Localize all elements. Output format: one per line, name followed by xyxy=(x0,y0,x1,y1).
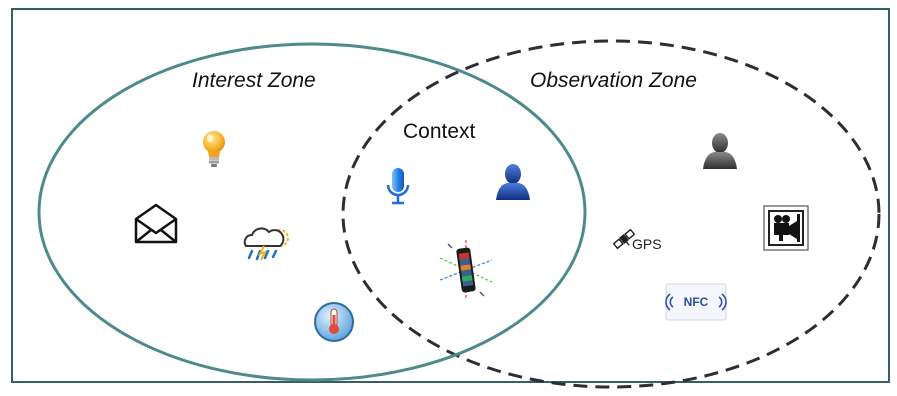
observation-zone-title: Observation Zone xyxy=(530,69,697,92)
video-camera-icon xyxy=(763,205,809,251)
context-title: Context xyxy=(403,120,476,143)
weather-icon xyxy=(243,227,289,261)
nfc-label: NFC xyxy=(684,295,709,309)
interest-zone-title: Interest Zone xyxy=(192,69,316,92)
light-bulb-icon xyxy=(203,131,225,167)
person-gray-icon xyxy=(703,133,737,169)
gps-label: GPS xyxy=(632,236,662,252)
microphone-icon xyxy=(386,168,410,205)
satellite-icon xyxy=(612,228,636,250)
nfc-icon: NFC xyxy=(665,283,727,321)
envelope-icon xyxy=(134,203,178,244)
thermometer-icon xyxy=(314,302,354,342)
observation-zone-ellipse xyxy=(341,39,881,389)
smartphone-sensors-icon xyxy=(439,240,493,300)
person-blue-icon xyxy=(496,164,530,200)
interest-zone-ellipse xyxy=(37,42,587,382)
diagram-frame xyxy=(11,8,890,383)
